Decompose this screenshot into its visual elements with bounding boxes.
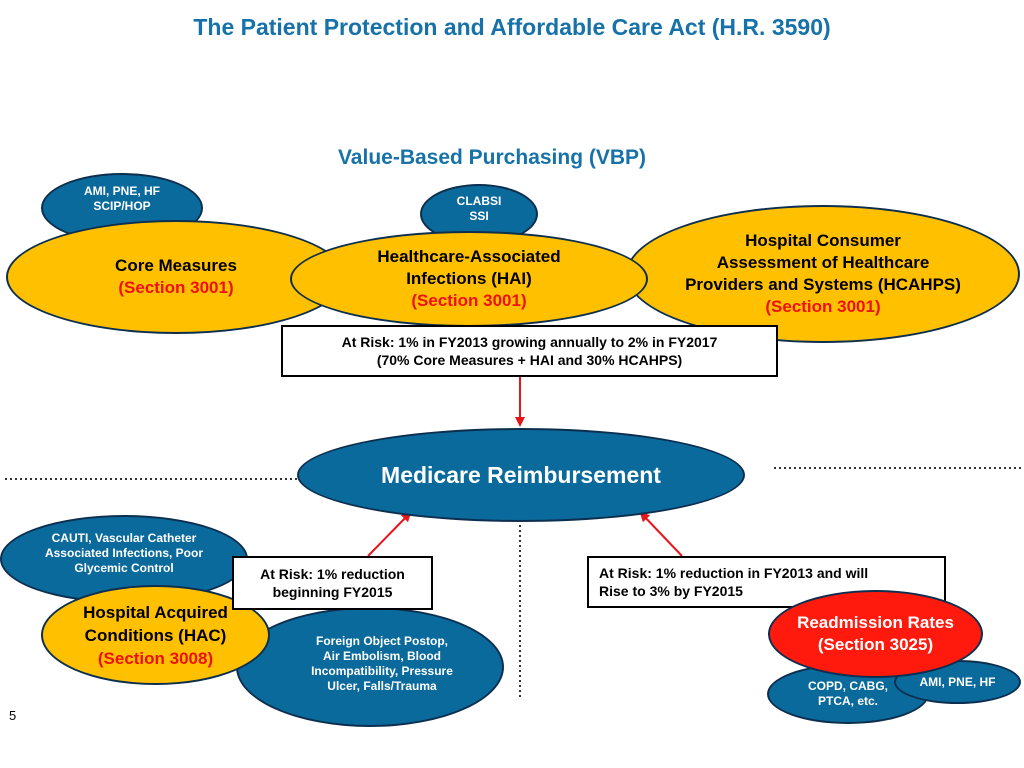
medicare-reimbursement-label: Medicare Reimbursement [381, 462, 661, 488]
hac-oval: Hospital Acquired Conditions (HAC) (Sect… [41, 585, 270, 685]
hai-line1: Healthcare-Associated [377, 247, 561, 266]
hac-detail-top-oval: CAUTI, Vascular Catheter Associated Infe… [0, 515, 248, 603]
hac-at-risk-line1: At Risk: 1% reduction [260, 566, 405, 582]
core-measures-label: Core Measures [115, 256, 237, 275]
readmission-detail-left-line2: PTCA, etc. [817, 694, 878, 708]
page-number: 5 [9, 708, 17, 723]
hac-detail-top-line2: Associated Infections, Poor [44, 545, 204, 560]
readmission-at-risk-line1: At Risk: 1% reduction in FY2013 and will [599, 565, 869, 581]
arrow-hac-to-medicare [367, 511, 412, 557]
hac-detail-top-line3: Glycemic Control [74, 560, 174, 575]
hac-detail-bottom-line1: Foreign Object Postop, [315, 634, 448, 648]
vbp-at-risk-box: At Risk: 1% in FY2013 growing annually t… [281, 325, 778, 377]
core-measures-section: (Section 3001) [118, 278, 234, 297]
readmission-detail-right-line1: AMI, PNE, HF [919, 674, 996, 689]
hac-detail-bottom-oval: Foreign Object Postop, Air Embolism, Blo… [236, 607, 504, 727]
hac-detail-bottom-line3: Incompatibility, Pressure [311, 664, 453, 678]
hai-detail-line2: SSI [469, 209, 489, 223]
hcahps-oval: Hospital Consumer Assessment of Healthca… [626, 205, 1020, 343]
hai-oval: Healthcare-Associated Infections (HAI) (… [290, 231, 648, 327]
hcahps-line2: Assessment of Healthcare [716, 253, 930, 272]
hcahps-line1: Hospital Consumer [745, 231, 901, 250]
hai-section: (Section 3001) [411, 291, 527, 310]
readmission-section: (Section 3025) [817, 635, 934, 654]
readmission-at-risk-line2: Rise to 3% by FY2015 [599, 583, 743, 599]
hac-at-risk-line2: beginning FY2015 [272, 584, 393, 600]
vbp-at-risk-line1: At Risk: 1% in FY2013 growing annually t… [341, 334, 718, 350]
hac-line2: Conditions (HAC) [84, 625, 227, 645]
hai-detail-line1: CLABSI [456, 194, 502, 208]
medicare-reimbursement-oval: Medicare Reimbursement [297, 428, 745, 522]
hac-line1: Hospital Acquired [83, 602, 228, 622]
hai-line2: Infections (HAI) [406, 269, 532, 288]
hcahps-section: (Section 3001) [765, 297, 881, 316]
readmission-oval: Readmission Rates (Section 3025) [768, 590, 983, 678]
hac-at-risk-box: At Risk: 1% reduction beginning FY2015 [232, 556, 433, 610]
core-measures-detail-line2: SCIP/HOP [93, 199, 151, 213]
readmission-detail-left-line1: COPD, CABG, [807, 679, 888, 693]
slide-title: The Patient Protection and Affordable Ca… [193, 14, 831, 40]
core-measures-oval: Core Measures (Section 3001) [6, 220, 346, 334]
core-measures-detail-line1: AMI, PNE, HF [83, 184, 160, 198]
hac-detail-bottom-line4: Ulcer, Falls/Trauma [327, 679, 437, 693]
readmission-label: Readmission Rates [797, 613, 954, 632]
hcahps-line3: Providers and Systems (HCAHPS) [685, 275, 961, 294]
vbp-heading: Value-Based Purchasing (VBP) [337, 146, 647, 169]
vbp-at-risk-line2: (70% Core Measures + HAI and 30% HCAHPS) [376, 352, 683, 368]
hac-detail-top-line1: CAUTI, Vascular Catheter [51, 530, 197, 545]
arrow-readmission-to-medicare [639, 511, 683, 557]
hac-detail-bottom-line2: Air Embolism, Blood [322, 649, 441, 663]
hac-section: (Section 3008) [97, 648, 214, 668]
